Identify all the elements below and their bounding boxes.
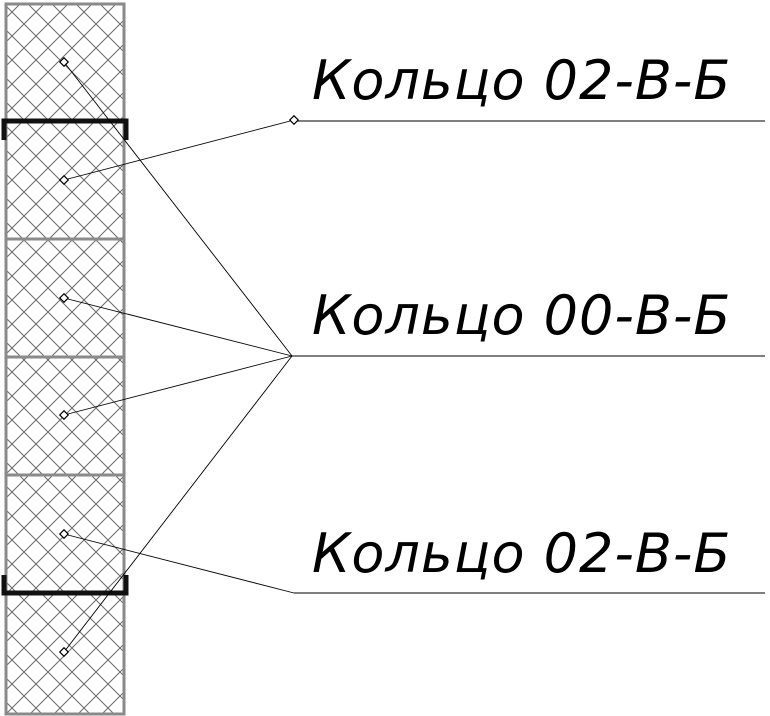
marker-top-shelf <box>288 114 300 126</box>
label-middle: Кольцо 00-В-Б <box>312 284 731 347</box>
ring-column <box>4 2 126 716</box>
label-bottom: Кольцо 02-В-Б <box>312 522 731 585</box>
marker-ring-6 <box>58 646 70 658</box>
bottom-bracket <box>1 575 129 596</box>
label-top: Кольцо 02-В-Б <box>312 49 731 112</box>
top-bracket <box>1 118 129 140</box>
point-markers <box>58 56 300 658</box>
hatch-fill <box>6 4 124 714</box>
marker-ring-2 <box>58 174 70 186</box>
marker-ring-3 <box>58 292 70 304</box>
marker-ring-4 <box>58 409 70 421</box>
marker-ring-5 <box>58 528 70 540</box>
marker-ring-1 <box>58 56 70 68</box>
leader-lines <box>63 61 295 653</box>
